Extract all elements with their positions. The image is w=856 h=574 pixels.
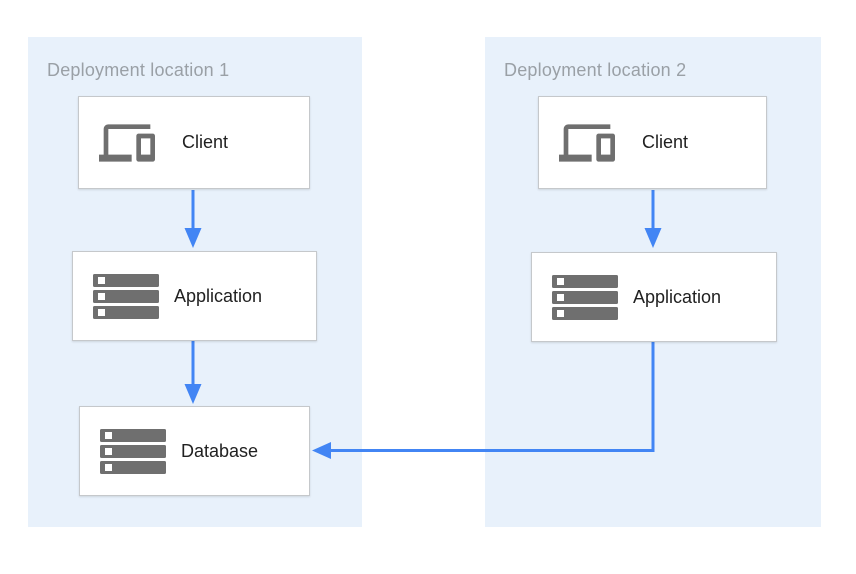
node-label: Application — [174, 285, 263, 306]
devices-icon — [99, 123, 155, 162]
node-client-1: Client — [78, 96, 310, 189]
panel-title: Deployment location 1 — [47, 60, 230, 80]
node-label: Application — [633, 286, 722, 307]
server-icon — [552, 274, 618, 320]
node-application-1: Application — [72, 251, 317, 341]
node-label: Database — [181, 440, 259, 461]
node-database: Database — [79, 406, 310, 496]
panel-title: Deployment location 2 — [504, 60, 687, 80]
node-label: Client — [182, 132, 229, 152]
devices-icon — [559, 123, 615, 162]
node-label: Client — [642, 132, 689, 152]
node-application-2: Application — [531, 252, 777, 342]
server-icon — [100, 428, 166, 474]
node-client-2: Client — [538, 96, 767, 189]
server-icon — [93, 273, 159, 319]
